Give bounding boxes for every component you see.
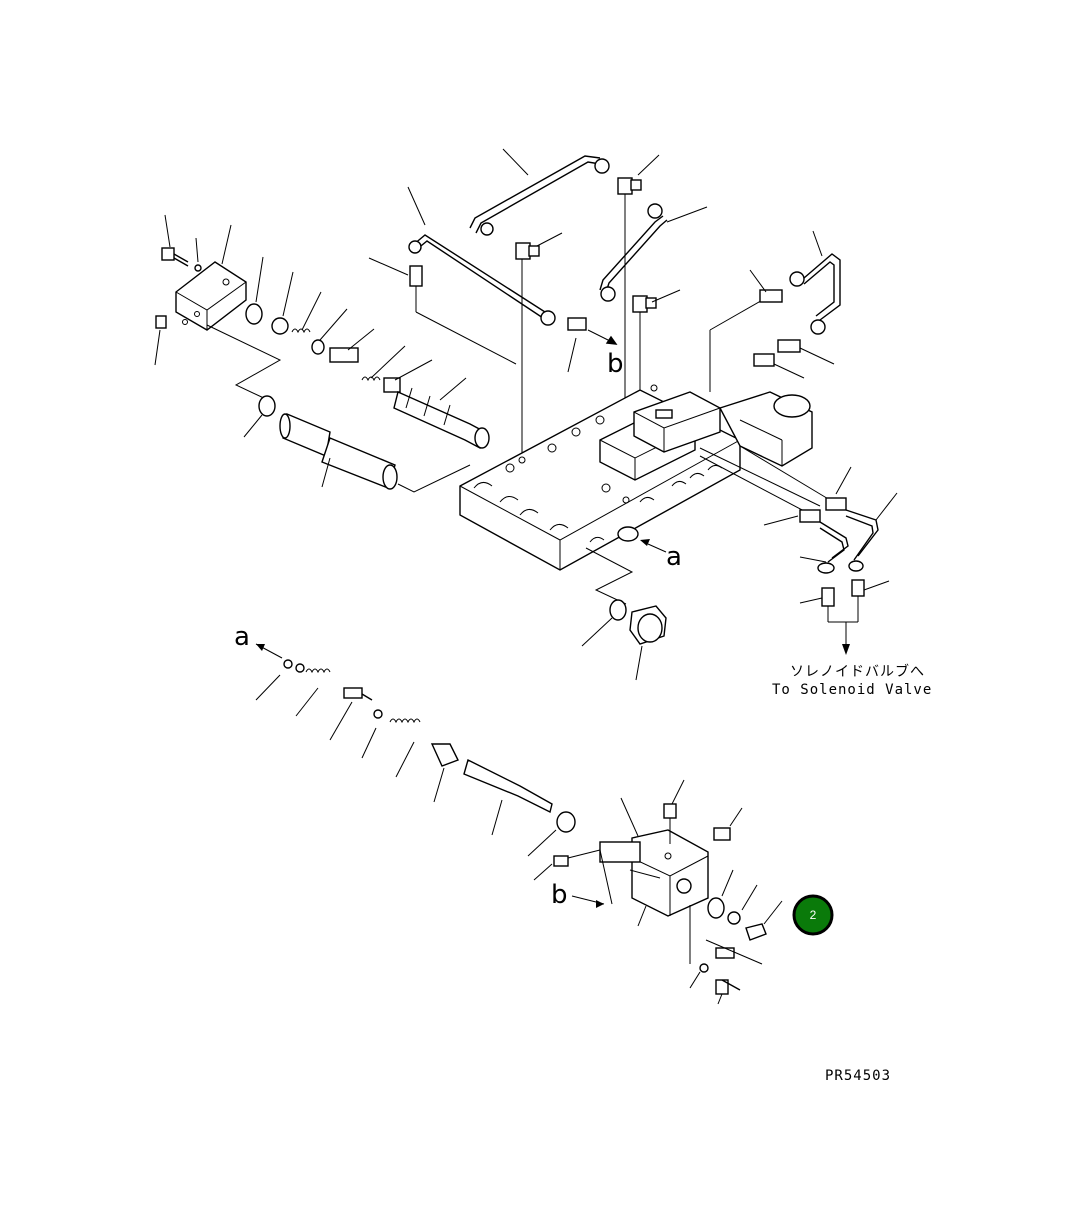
solenoid-block bbox=[633, 297, 847, 523]
badge-circle bbox=[792, 894, 834, 936]
upper-pipe-assembly bbox=[368, 148, 708, 500]
right-pipe-assembly bbox=[749, 230, 898, 655]
lower-valve-block bbox=[533, 779, 783, 1005]
ref-label-b-main: b bbox=[607, 349, 624, 379]
ref-label-a-lower: a bbox=[234, 622, 250, 652]
solenoid-label-en: To Solenoid Valve bbox=[772, 682, 932, 698]
left-cylinders bbox=[243, 395, 471, 493]
left-spool-stack bbox=[154, 214, 490, 450]
diagonal-spool-stack bbox=[255, 643, 576, 857]
badge-number: 2 bbox=[810, 908, 817, 922]
solenoid-label-jp: ソレノイドバルブへ bbox=[790, 663, 925, 680]
ref-label-a-main: a bbox=[666, 542, 682, 572]
drawing-number: PR54503 bbox=[825, 1068, 891, 1084]
lower-plug-group bbox=[581, 547, 667, 681]
ref-label-b-lower: b bbox=[551, 880, 568, 910]
page-number-badge[interactable]: 2 bbox=[792, 894, 834, 936]
